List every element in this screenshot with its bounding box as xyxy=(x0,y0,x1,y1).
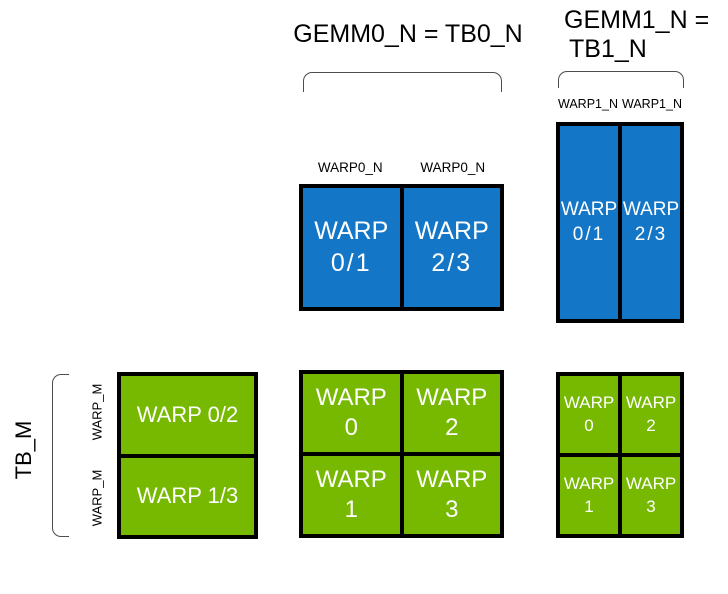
gemm1-n-title-line2: TB1_N xyxy=(569,35,647,63)
warp-cell-0-2: WARP 0/2 xyxy=(121,376,254,454)
warp-cell-word: WARP xyxy=(560,198,618,220)
warp-cell-word: WARP xyxy=(414,217,489,245)
warp-cell-word: WARP xyxy=(416,384,488,411)
warp-cell-3: WARP 3 xyxy=(403,456,500,534)
warp-cell-3: WARP 3 xyxy=(622,457,680,534)
warp-cell-ids: 2/3 xyxy=(634,223,668,245)
warp-cell-word: WARP xyxy=(563,474,615,494)
gemm0-n-extent-bracket xyxy=(303,72,502,92)
warp-cell-word: WARP xyxy=(622,198,680,220)
warp-cell-label: WARP 0/2 xyxy=(136,401,239,427)
warp-cell-word: WARP xyxy=(563,393,615,413)
warp-cell-id: 1 xyxy=(344,496,358,523)
warp-cell-0: WARP 0 xyxy=(560,376,618,453)
warp-cell-ids: 0/1 xyxy=(330,248,372,277)
tb-m-label: TB_M xyxy=(11,420,36,480)
warp-cell-2-3: WARP 2/3 xyxy=(403,188,500,307)
warp-cell-id: 0 xyxy=(584,415,594,435)
warp-cell-word: WARP xyxy=(315,466,387,493)
tb-m-extent-bracket xyxy=(52,374,69,537)
gemm0-blue-warp-grid: WARP 0/1 WARP 2/3 xyxy=(299,184,504,311)
warp1-n-label-left: WARP1_N xyxy=(558,97,618,111)
warp-cell-1: WARP 1 xyxy=(303,456,400,534)
warp-cell-word: WARP xyxy=(625,474,677,494)
warp-cell-id: 2 xyxy=(445,414,459,441)
warp-cell-0-1: WARP 0/1 xyxy=(303,188,400,307)
warp-cell-0: WARP 0 xyxy=(303,374,400,452)
gemm1-n-extent-bracket xyxy=(558,71,684,88)
warp-cell-0-1: WARP 0/1 xyxy=(560,126,618,319)
warp-cell-word: WARP xyxy=(314,217,389,245)
warp-cell-2-3: WARP 2/3 xyxy=(622,126,680,319)
gemm0-green-warp-grid: WARP 0 WARP 2 WARP 1 WARP 3 xyxy=(299,370,504,538)
gemm1-n-title-line1: GEMM1_N = xyxy=(564,6,710,34)
warp-cell-1-3: WARP 1/3 xyxy=(121,457,254,535)
warp-cell-id: 3 xyxy=(646,496,656,516)
warp1-n-column-labels: WARP1_N WARP1_N xyxy=(556,97,684,111)
warp-cell-ids: 2/3 xyxy=(431,248,473,277)
gemm0-n-title: GEMM0_N = TB0_N xyxy=(293,20,523,48)
warp-cell-word: WARP xyxy=(416,466,488,493)
warp0-n-label-left: WARP0_N xyxy=(317,160,383,175)
warp-cell-id: 2 xyxy=(646,415,656,435)
warp-cell-1: WARP 1 xyxy=(560,457,618,534)
warp-cell-2: WARP 2 xyxy=(403,374,500,452)
gemm1-green-warp-grid: WARP 0 WARP 2 WARP 1 WARP 3 xyxy=(556,372,684,538)
warp-cell-ids: 0/1 xyxy=(572,223,606,245)
warp0-n-column-labels: WARP0_N WARP0_N xyxy=(299,160,504,175)
warp-cell-word: WARP xyxy=(315,384,387,411)
warp-cell-2: WARP 2 xyxy=(622,376,680,453)
left-green-warp-grid: WARP 0/2 WARP 1/3 xyxy=(117,372,258,539)
gemm1-blue-warp-grid: WARP 0/1 WARP 2/3 xyxy=(556,122,684,323)
warp-cell-id: 3 xyxy=(445,496,459,523)
warp-cell-id: 0 xyxy=(344,414,358,441)
gemm1-n-title: GEMM1_N = TB1_N xyxy=(564,6,709,64)
warp-cell-id: 1 xyxy=(584,496,594,516)
warp-cell-label: WARP 1/3 xyxy=(136,483,239,509)
warp-m-label-row1: WARP_M xyxy=(89,469,105,527)
warp1-n-label-right: WARP1_N xyxy=(622,97,682,111)
warp0-n-label-right: WARP0_N xyxy=(420,160,486,175)
warp-m-label-row0: WARP_M xyxy=(89,383,105,441)
warp-cell-word: WARP xyxy=(625,393,677,413)
